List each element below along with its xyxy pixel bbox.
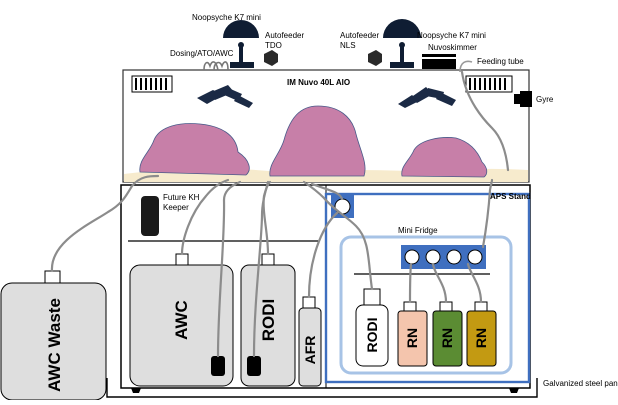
awc-waste-label: AWC Waste [45,298,64,392]
fridge-pump-array [401,245,486,269]
rn3-cap [474,301,488,312]
vent-left [131,75,173,93]
stand-foot-right [509,388,519,393]
feeding-tube [459,60,473,73]
kh-keeper-label-1: Future KH [163,193,200,202]
autofeeder-nls-icon [368,50,382,66]
feeding-tube-label: Feeding tube [477,57,524,66]
rock-left [139,123,250,176]
rodi-cap [261,253,275,266]
afr-cap [302,296,316,309]
tubing [50,70,510,358]
fridge-rodi-label: RODI [364,318,380,353]
nuvoskimmer [422,54,456,69]
vent-right [465,75,513,93]
rn3-label: RN [473,328,489,348]
gyre-label: Gyre [536,95,554,104]
autofeeder-nls-label-2: NLS [340,41,356,50]
steel-pan [106,378,538,398]
rodi-label: RODI [259,299,278,342]
mini-fridge-label: Mini Fridge [398,226,438,235]
stand-foot-left [131,388,141,393]
wavemaker-left [197,85,253,108]
awc-waste-cap [44,270,61,284]
autofeeder-tdo-icon [264,50,278,66]
rn1-cap [403,301,417,312]
light-right [383,19,421,68]
autofeeder-tdo-label-1: Autofeeder [265,31,304,40]
awc-pump [211,356,225,376]
nuvoskimmer-label: Nuvoskimmer [428,43,477,52]
gyre-pump [514,91,532,107]
rock-middle [269,105,366,177]
tank-label: IM Nuvo 40L AIO [287,78,350,87]
aps-stand-label: APS Stand [490,192,531,201]
steel-pan-label: Galvanized steel pan [543,379,618,388]
light-left [223,20,259,68]
rn1-label: RN [404,328,420,348]
wavemaker-right [398,87,456,108]
awc-label: AWC [172,300,191,340]
dosing-lines [203,61,229,71]
aps-stand-frame [324,192,531,384]
kh-keeper [141,196,159,236]
rn2-label: RN [439,328,455,348]
autofeeder-nls-label-1: Autofeeder [340,31,379,40]
noopsyche-right-label: Noopsyche K7 mini [417,31,486,40]
kh-keeper-label-2: Keeper [163,203,189,212]
afr-label: AFR [302,336,318,365]
autofeeder-tdo-label-2: TDO [265,41,282,50]
rodi-pump [247,356,261,376]
mini-fridge [339,235,513,375]
noopsyche-left-label: Noopsyche K7 mini [192,13,261,22]
rock-right [401,137,488,178]
awc-cap [175,253,189,266]
fridge-rodi-cap [363,288,381,306]
dosing-label: Dosing/ATO/AWC [170,49,234,58]
rn2-cap [439,301,453,312]
